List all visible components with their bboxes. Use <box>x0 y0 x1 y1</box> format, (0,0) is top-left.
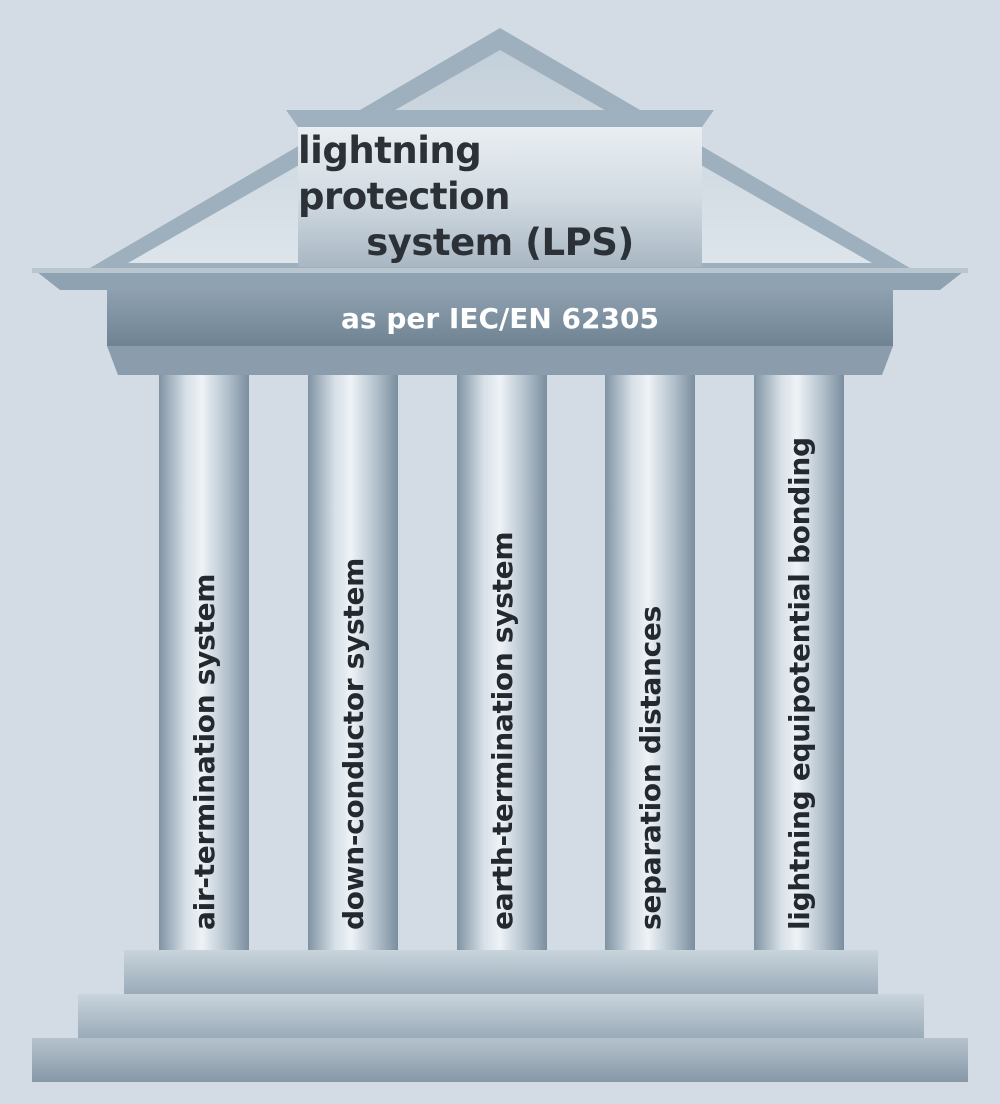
column-text-air-termination: air-termination system <box>187 573 221 930</box>
plaque-cornice <box>286 110 714 127</box>
standard-label: as per IEC/EN 62305 <box>341 301 659 335</box>
column-text-equipotential-bonding: lightning equipotential bonding <box>782 437 816 930</box>
title-plaque: lightning protection system (LPS) <box>298 127 702 267</box>
entablature-bottom <box>107 346 893 375</box>
column-1 <box>159 375 249 950</box>
column-text-earth-termination: earth-termination system <box>485 531 519 930</box>
title-line-2: system (LPS) <box>366 221 634 264</box>
column-label-1: air-termination system <box>159 375 249 950</box>
column-label-2: down-conductor system <box>308 375 398 950</box>
step-base <box>32 1038 968 1082</box>
step-middle <box>78 994 924 1038</box>
title-line-1: lightning protection <box>298 129 511 218</box>
entablature <box>107 290 893 346</box>
column-label-3: earth-termination system <box>457 375 547 950</box>
column-label-4: separation distances <box>605 375 695 950</box>
column-4 <box>605 375 695 950</box>
cornice <box>32 268 968 290</box>
cornice-highlight <box>32 268 968 273</box>
column-3 <box>457 375 547 950</box>
step-top <box>124 950 878 994</box>
column-5 <box>754 375 844 950</box>
column-text-separation-distances: separation distances <box>633 606 667 930</box>
column-label-5: lightning equipotential bonding <box>754 375 844 950</box>
column-2 <box>308 375 398 950</box>
column-text-down-conductor: down-conductor system <box>336 557 370 930</box>
